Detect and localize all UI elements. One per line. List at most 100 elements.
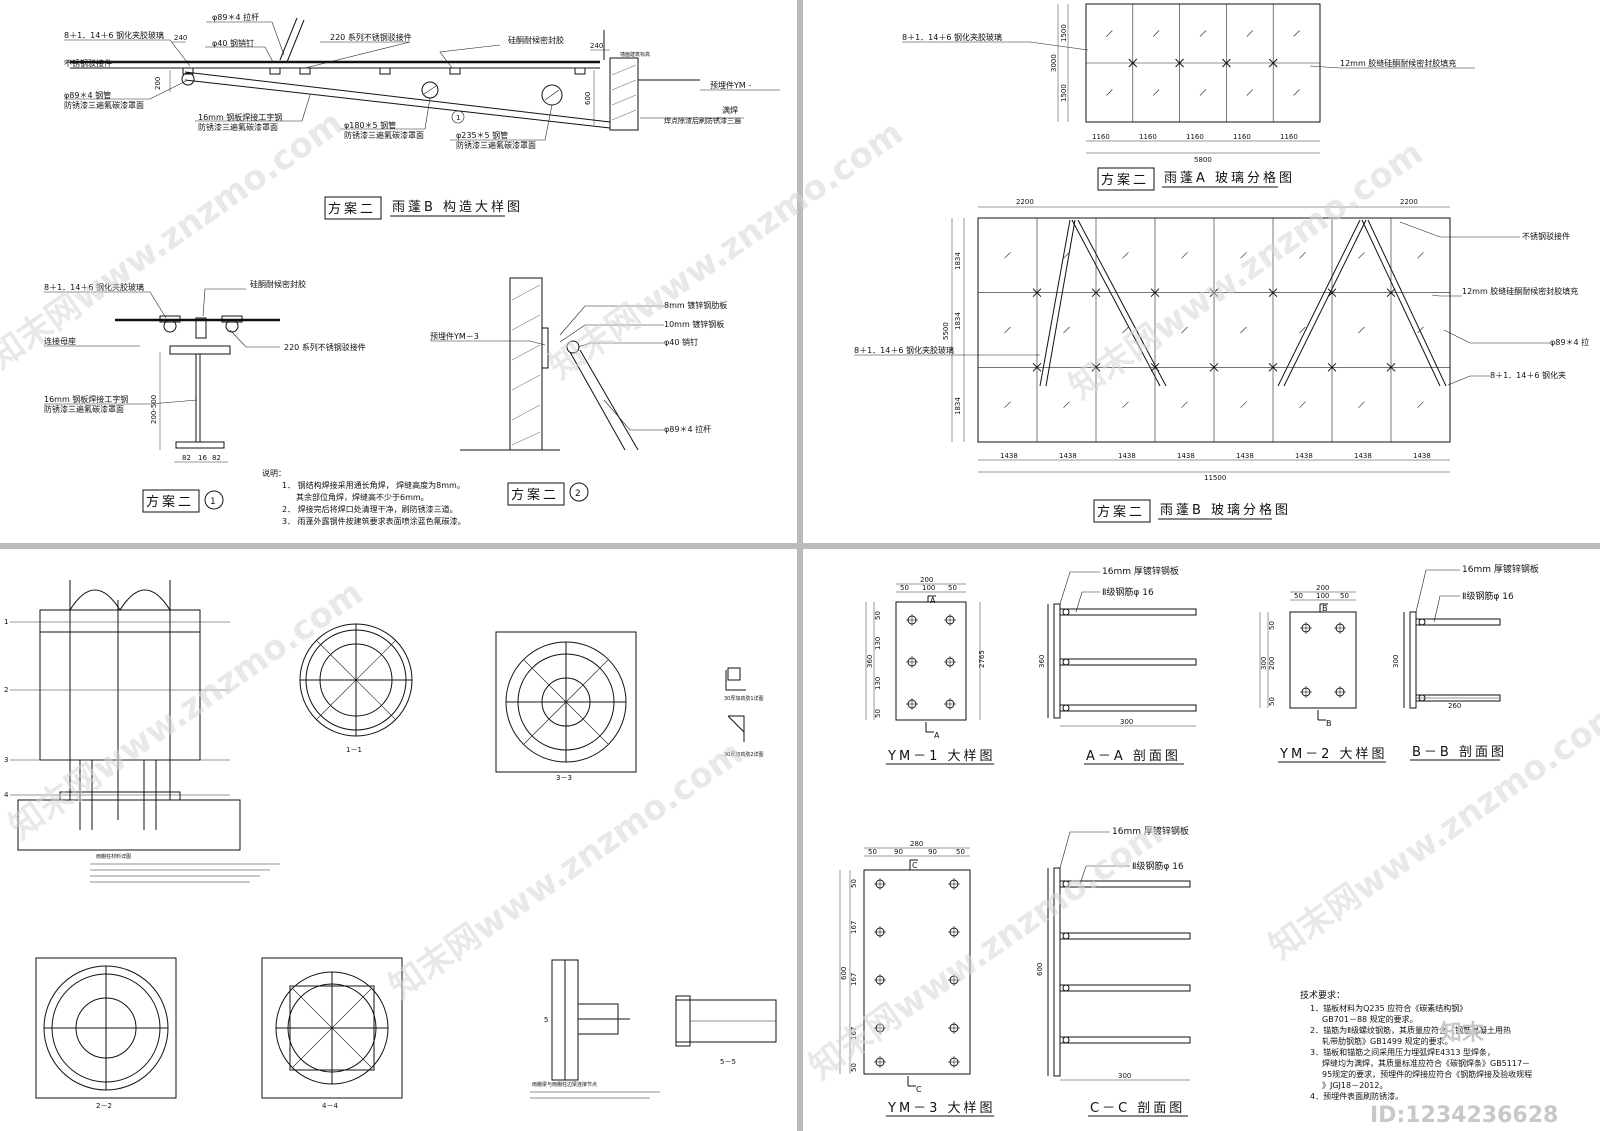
watermark-logo: 知末 <box>1440 1020 1485 1046</box>
rebar-weld-icon <box>1062 880 1070 888</box>
ym1-dim-v2: 130 <box>874 637 882 650</box>
glass-mark-icon <box>1246 89 1254 96</box>
glass-mark-icon <box>1106 30 1113 37</box>
section-2-2: 2－2 <box>35 957 177 1110</box>
ym2-dim-top-2: 100 <box>1316 592 1329 600</box>
ym1-dim-leader: 2765 <box>978 650 986 668</box>
section-1-1: 1－1 <box>299 623 413 754</box>
label-tie-rod: φ89＊4 拉杆 <box>212 12 259 22</box>
label-pipe-89: φ89＊4 钢管 <box>64 90 111 100</box>
tech-line-7: 95规定的要求，预埋件的焊接应符合《钢筋焊接及验收规程 <box>1322 1069 1532 1079</box>
label-glass-a: 8＋1．14＋6 钢化夹胶玻璃 <box>902 32 1002 42</box>
watermark-4: 知末网www.znzmo.com <box>2 573 370 847</box>
label-base-d1: 连接母座 <box>44 336 76 346</box>
ym1-plate-label: 16mm 厚镀锌钢板 <box>1102 565 1179 577</box>
section-3-3-label: 3－3 <box>556 774 572 782</box>
glass-mark-icon <box>1152 30 1160 37</box>
technical-requirements: 技术要求： 1．锚板材料为Q235 应符合《碳素结构钢》 GB701－88 规定… <box>1300 989 1532 1101</box>
beam-column-joint: 5 雨棚梁与雨棚柱边梁连接节点 <box>530 959 660 1099</box>
section-3-3: 3－3 <box>495 631 637 782</box>
ym3-section: 300 600 16mm 厚镀锌钢板 Ⅱ级钢筋φ 16 C－C 剖面图 <box>1036 825 1191 1117</box>
section-1-1-label: 1－1 <box>346 746 362 754</box>
glass-node-icon <box>1175 58 1184 68</box>
ym1-detail: 200 50 100 50 50 130 130 50 360 2765 A A… <box>865 576 996 765</box>
rebar-weld-icon <box>1062 932 1070 940</box>
axis-3: 3 <box>4 756 8 764</box>
watermark-7: 知末网www.znzmo.com <box>1262 693 1600 967</box>
ym1-dim-top-2: 100 <box>922 584 935 592</box>
panel2-title-prefix: 方案二 <box>1101 172 1149 188</box>
glass-mark-icon <box>1181 326 1188 334</box>
dim-b-h-total: 11500 <box>1204 474 1226 482</box>
glass-node-icon <box>1268 362 1278 372</box>
ym1-dim-v1: 50 <box>874 611 882 620</box>
glass-node-icon <box>1386 288 1396 298</box>
detail-2-embed: 8mm 镀锌钢肋板 10mm 镀锌钢板 φ40 销钉 预埋件YM－3 φ89＊4… <box>430 277 727 506</box>
label-rib-plate: 8mm 镀锌钢肋板 <box>664 300 727 310</box>
ym2-dim-top-1: 50 <box>1294 592 1303 600</box>
watermark-id: ID:1234236628 <box>1370 1103 1558 1128</box>
detail1-circle: 1 <box>210 497 216 507</box>
ym1-title: YM－1 大样图 <box>887 749 996 764</box>
label-pipe-180: φ180＊5 钢管 <box>344 120 396 130</box>
label-embed: 预埋件YM - <box>710 80 751 90</box>
glass-mark-icon <box>1004 252 1011 259</box>
label-glass: 8＋1．14＋6 钢化夹胶玻璃 <box>64 30 164 40</box>
ym3-title: YM－3 大样图 <box>887 1101 996 1116</box>
ym3-plate-label: 16mm 厚镀锌钢板 <box>1112 825 1189 837</box>
ym3-dim-top-1: 50 <box>868 848 877 856</box>
ym3-dim-top-3: 90 <box>928 848 937 856</box>
label-glass-b-right: 8＋1．14＋6 钢化夹 <box>1490 370 1566 380</box>
glass-mark-icon <box>1240 252 1247 259</box>
rebar <box>1059 1036 1191 1044</box>
watermark-6: 知末网www.znzmo.com <box>802 813 1170 1087</box>
dim-240-a: 240 <box>174 34 187 42</box>
ym1-section-title: A－A 剖面图 <box>1086 749 1181 764</box>
glass-node-icon <box>1032 288 1042 298</box>
section-4-4-label: 4－4 <box>322 1102 338 1110</box>
notes-heading: 说明： <box>262 468 286 478</box>
glass-mark-icon <box>1358 252 1365 259</box>
dim-b-h3: 1438 <box>1118 452 1136 460</box>
watermark-1: 知末网www.znzmo.com <box>0 103 350 377</box>
dim-b-v1: 1834 <box>954 252 962 270</box>
glass-mark-icon <box>1063 401 1070 408</box>
label-rod-b: φ89＊4 拉 <box>1550 337 1589 347</box>
ym3-dim-top-total: 280 <box>910 840 923 848</box>
glass-mark-icon <box>1063 326 1070 334</box>
glass-mark-icon <box>1199 30 1207 37</box>
dim-200: 200 <box>154 77 162 90</box>
dim-b-h6: 1438 <box>1295 452 1313 460</box>
label-bracket-d1: 220 系列不锈钢驳接件 <box>284 342 366 352</box>
joint-title: 雨棚梁与雨棚柱边梁连接节点 <box>532 1081 597 1088</box>
ym2-dim-v1: 50 <box>1268 621 1276 630</box>
label-sealant: 硅酮耐候密封胶 <box>508 35 564 45</box>
tech-line-4: 轧带肋钢筋》GB1499 规定的要求。 <box>1322 1036 1453 1046</box>
axis-2: 2 <box>4 686 8 694</box>
dim-a-h3: 1160 <box>1186 133 1204 141</box>
glass-mark-icon <box>1106 89 1113 96</box>
ym2-dim-v3: 50 <box>1268 697 1276 706</box>
axis-4: 4 <box>4 791 9 799</box>
panel3-title-prefix: 方案二 <box>1097 504 1145 520</box>
label-glass-b-left: 8＋1．14＋6 钢化夹胶玻璃 <box>854 345 954 355</box>
ym1-section: 300 360 16mm 厚镀锌钢板 Ⅱ级钢筋φ 16 A－A 剖面图 <box>1038 565 1197 765</box>
glass-node-icon <box>1268 288 1278 298</box>
canopy-b-glass-grid: 不锈钢驳接件 12mm 胶缝硅酮耐候密封胶填充 φ89＊4 拉 8＋1．14＋6… <box>854 198 1589 523</box>
panel2-title: 雨蓬A 玻璃分格图 <box>1164 170 1295 186</box>
dim-b-top-2: 2200 <box>1400 198 1418 206</box>
glass-node-icon <box>1209 362 1219 372</box>
tech-line-2: GB701－88 规定的要求。 <box>1322 1014 1418 1024</box>
glass-node-icon <box>1386 362 1396 372</box>
rebar-weld-icon <box>1418 618 1426 626</box>
glass-node-icon <box>1268 58 1278 68</box>
section-5-5-label: 5－5 <box>720 1058 736 1066</box>
ym3-dim-top-2: 90 <box>894 848 903 856</box>
label-weld: 满焊 <box>722 105 738 115</box>
label-pin-d2: φ40 销钉 <box>664 337 698 347</box>
ym1-section-mark-top: A <box>930 596 936 605</box>
ym1-dim-top-1: 50 <box>900 584 909 592</box>
glass-mark-icon <box>1299 326 1306 334</box>
section-5-5: 5－5 <box>675 995 777 1066</box>
ym3-dim-v3: 167 <box>850 973 858 986</box>
